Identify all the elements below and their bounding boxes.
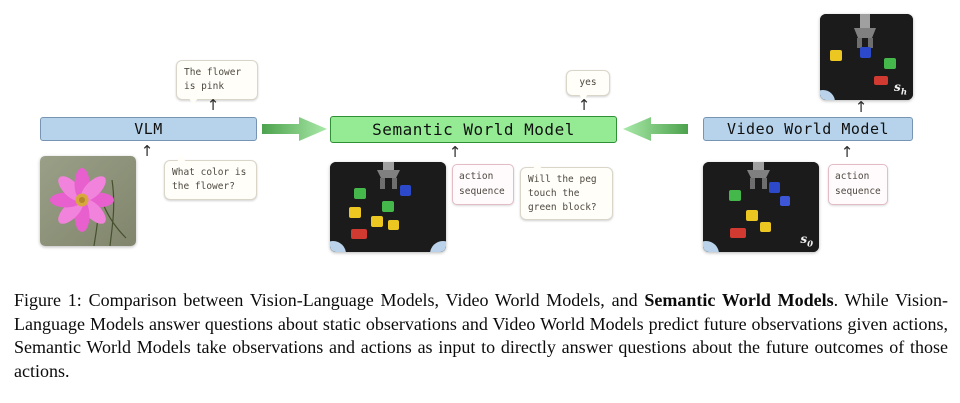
robot-tabletop-scene-svg	[703, 162, 819, 252]
toy-blocks	[830, 47, 896, 85]
flower-photo-svg	[40, 156, 136, 246]
swm-action-sequence-box: action sequence	[452, 164, 514, 206]
figure-caption: Figure 1: Comparison between Vision-Lang…	[14, 289, 948, 383]
table-corner	[330, 241, 346, 252]
semantic-world-model-box: Semantic World Model	[330, 116, 617, 143]
up-arrow-icon: ↑	[854, 98, 868, 116]
vlm-question-bubble: What color is the flower?	[164, 155, 257, 200]
table-corner	[820, 90, 835, 100]
initial-state-label: s0	[800, 232, 813, 250]
table-corner	[430, 241, 446, 252]
future-state-label: sh	[894, 80, 907, 98]
vlm-answer-bubble: The flower is pink	[176, 60, 258, 105]
semantic-world-model-label: Semantic World Model	[372, 120, 575, 139]
swm-action-sequence-text: action sequence	[459, 171, 505, 197]
swm-answer-bubble: yes	[566, 70, 610, 101]
video-world-model-label: Video World Model	[726, 120, 890, 138]
video-world-model-box: Video World Model	[703, 117, 913, 141]
caption-bold-text: Semantic World Models	[644, 290, 834, 310]
flower-image	[40, 156, 136, 246]
vwm-future-observation-image: sh	[820, 14, 913, 100]
swm-observation-image	[330, 162, 446, 252]
vwm-action-sequence-box: action sequence	[828, 164, 888, 206]
vlm-question-text: What color is the flower?	[172, 167, 247, 192]
caption-text: . While Vision-Language Models answer qu…	[14, 290, 949, 381]
swm-answer-text: yes	[579, 77, 597, 88]
robot-gripper-icon	[854, 14, 876, 48]
up-arrow-icon: ↑	[140, 142, 154, 160]
robot-gripper-icon	[377, 162, 400, 189]
flower-petals	[50, 168, 114, 232]
up-arrow-icon: ↑	[840, 143, 854, 161]
swm-question-text: Will the peg touch the green block?	[528, 174, 597, 213]
table-corner	[703, 241, 719, 252]
vlm-answer-text: The flower is pink	[184, 67, 242, 92]
toy-blocks	[349, 185, 411, 239]
vlm-box: VLM	[40, 117, 257, 141]
swm-question-bubble: Will the peg touch the green block?	[520, 161, 613, 221]
caption-text: Comparison between Vision-Language Model…	[88, 290, 638, 310]
up-arrow-icon: ↑	[206, 96, 220, 114]
flow-arrow-right-icon	[262, 114, 328, 144]
vwm-initial-observation-image: s0	[703, 162, 819, 252]
vlm-box-label: VLM	[134, 120, 163, 138]
flow-arrow-left-icon	[622, 114, 688, 144]
caption-figure-label: Figure 1:	[14, 290, 82, 310]
robot-tabletop-scene-svg	[330, 162, 446, 252]
robot-tabletop-scene-svg	[820, 14, 913, 100]
toy-blocks	[729, 182, 790, 238]
vwm-action-sequence-text: action sequence	[835, 171, 881, 197]
up-arrow-icon: ↑	[577, 96, 591, 114]
robot-gripper-icon	[747, 162, 770, 189]
up-arrow-icon: ↑	[448, 143, 462, 161]
